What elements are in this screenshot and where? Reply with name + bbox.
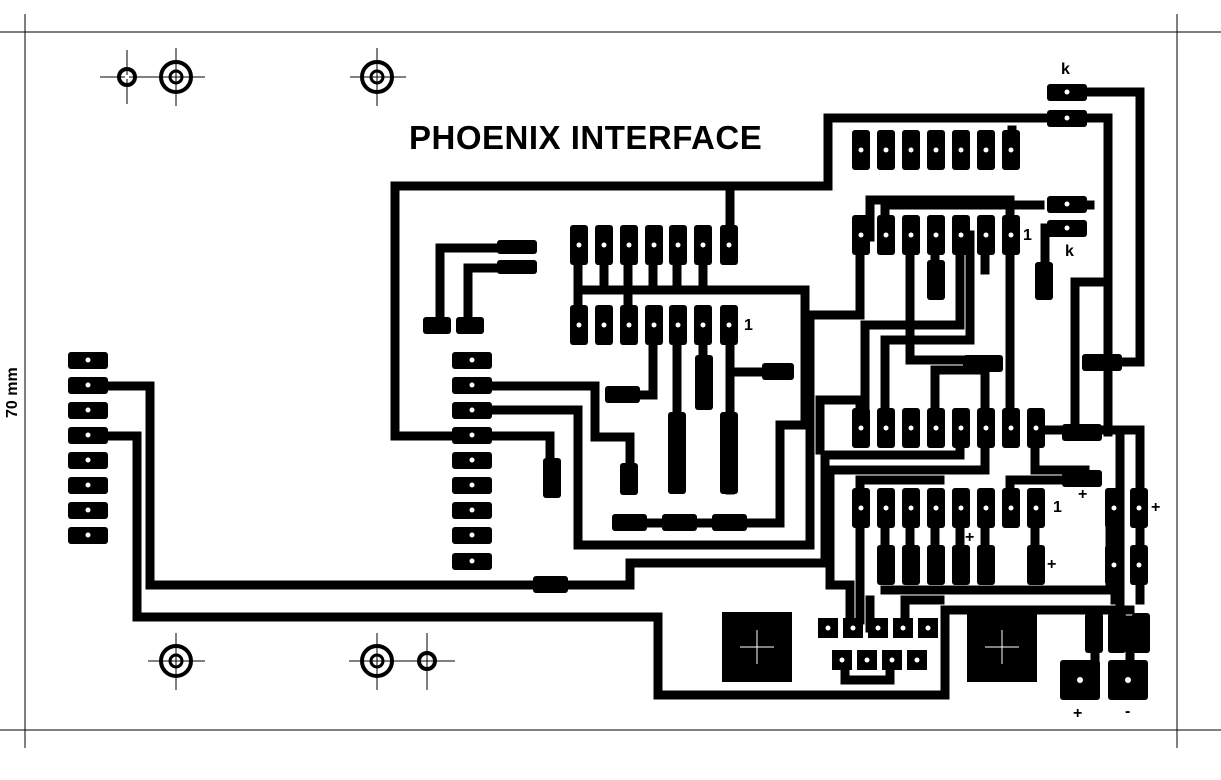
dip-mid-right — [852, 408, 1045, 448]
hole-bottom-center-small — [400, 633, 455, 690]
board-outline — [0, 14, 1221, 748]
drill-holes — [85, 89, 1142, 683]
plus-label: + — [1078, 486, 1088, 503]
heatsink-crosshairs — [740, 630, 1019, 664]
pin1-label: 1 — [1053, 499, 1062, 516]
k-label: k — [1061, 61, 1070, 78]
hole-top-center — [350, 48, 406, 106]
hole-top-left-small — [100, 50, 152, 104]
plus-label: + — [1151, 499, 1161, 516]
mounting-holes — [100, 48, 455, 690]
pin1-label: 1 — [1023, 227, 1032, 244]
hole-top-left — [150, 48, 205, 106]
pin1-label: 1 — [744, 317, 753, 334]
k-label: k — [1065, 243, 1074, 260]
hole-bottom-left — [148, 633, 205, 690]
hole-bottom-center — [349, 633, 405, 690]
board-title: PHOENIX INTERFACE — [409, 119, 763, 156]
minus-label: - — [1125, 703, 1131, 720]
caps-lower — [877, 545, 1045, 585]
dimension-label: 70 mm — [4, 367, 21, 418]
dip-lower-right — [852, 488, 1045, 528]
plus-label: + — [965, 529, 975, 546]
dip-top-row-b — [570, 305, 738, 345]
plus-label: + — [1073, 705, 1083, 722]
plus-label: + — [880, 531, 890, 548]
connector-left — [68, 352, 108, 544]
plus-label: + — [1047, 556, 1057, 573]
